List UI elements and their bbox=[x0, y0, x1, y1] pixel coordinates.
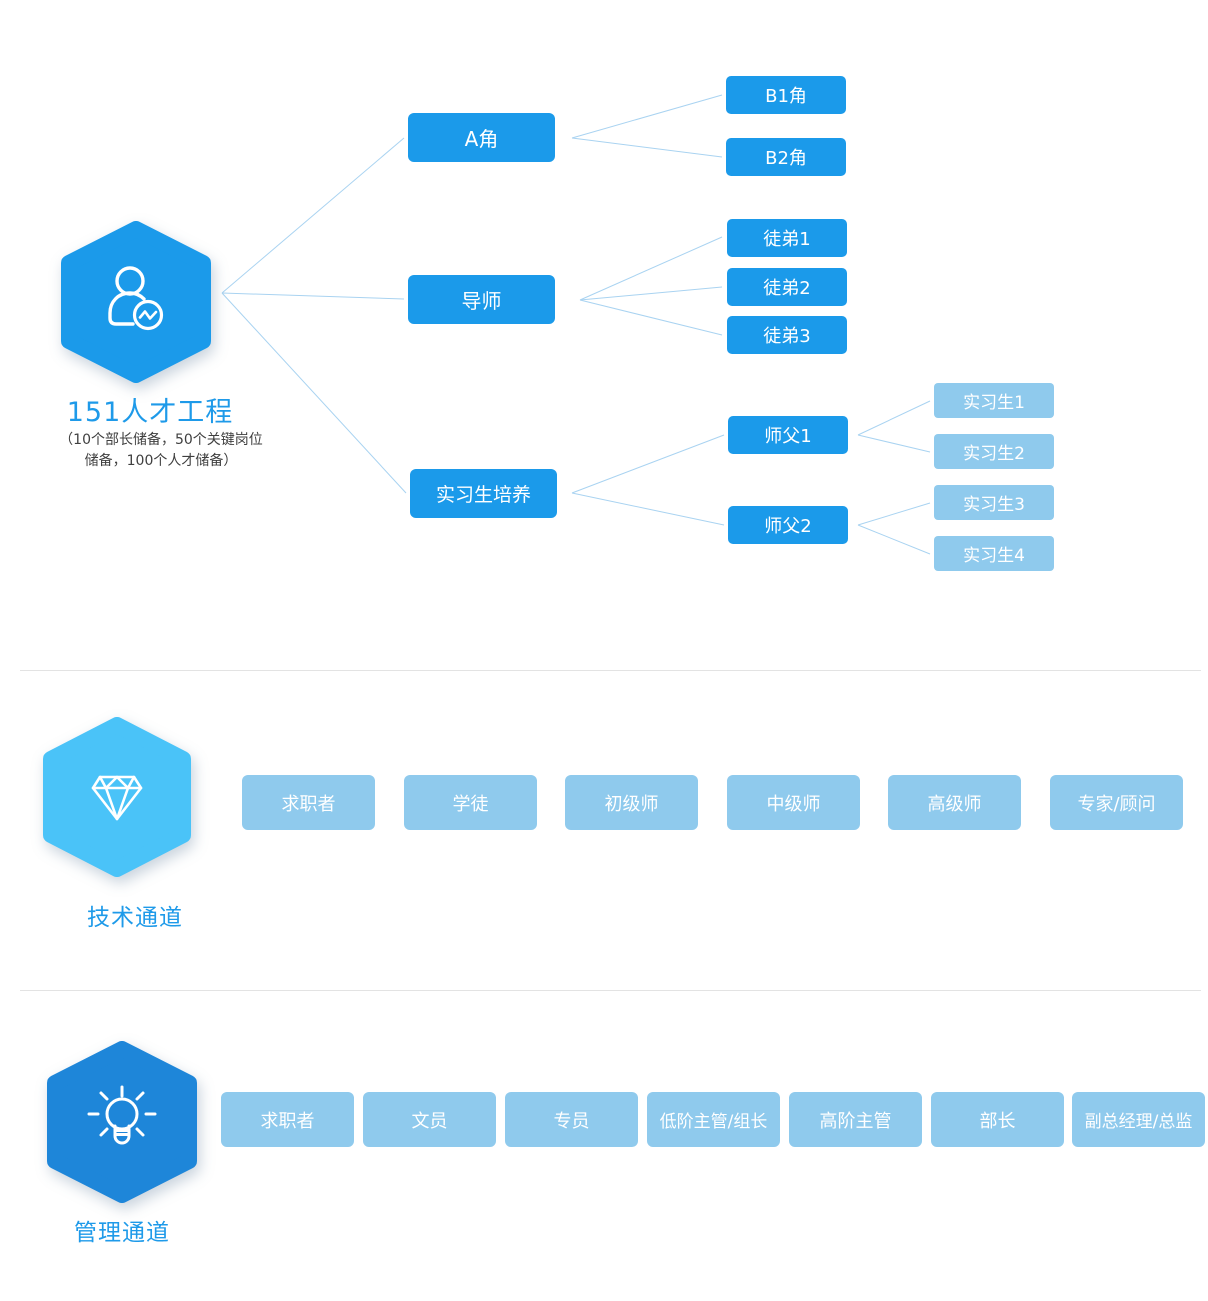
node-apprentice-2: 徒弟2 bbox=[727, 268, 847, 306]
mgmt-stage-senior-supervisor: 高阶主管 bbox=[789, 1092, 922, 1147]
node-a-role: A角 bbox=[408, 113, 555, 162]
mgmt-stage-vp-director: 副总经理/总监 bbox=[1072, 1092, 1205, 1147]
management-hexagon-badge bbox=[46, 1040, 198, 1204]
node-b1-role: B1角 bbox=[726, 76, 846, 114]
program-subtitle: （10个部长储备，50个关键岗位 储备，100个人才储备） bbox=[20, 430, 302, 472]
node-intern-3: 实习生3 bbox=[934, 485, 1054, 520]
management-channel-title: 管理通道 bbox=[74, 1220, 170, 1246]
section-divider-1 bbox=[20, 670, 1201, 671]
node-mentor: 导师 bbox=[408, 275, 555, 324]
section-divider-2 bbox=[20, 990, 1201, 991]
program-subtitle-line2: 储备，100个人才储备） bbox=[84, 453, 238, 469]
lightbulb-icon bbox=[87, 1085, 157, 1145]
tech-hexagon-badge bbox=[42, 716, 192, 878]
program-subtitle-line1: （10个部长储备，50个关键岗位 bbox=[59, 432, 263, 448]
node-intern-4: 实习生4 bbox=[934, 536, 1054, 571]
tech-channel-title: 技术通道 bbox=[87, 905, 183, 931]
node-apprentice-1: 徒弟1 bbox=[727, 219, 847, 257]
node-apprentice-3: 徒弟3 bbox=[727, 316, 847, 354]
mgmt-stage-specialist: 专员 bbox=[505, 1092, 638, 1147]
diamond-icon bbox=[91, 775, 143, 821]
tech-stage-apprentice: 学徒 bbox=[404, 775, 537, 830]
mgmt-stage-junior-supervisor: 低阶主管/组长 bbox=[647, 1092, 780, 1147]
tech-stage-junior: 初级师 bbox=[565, 775, 698, 830]
tech-stage-senior: 高级师 bbox=[888, 775, 1021, 830]
node-master-1: 师父1 bbox=[728, 416, 848, 454]
mgmt-stage-job-seeker: 求职者 bbox=[221, 1092, 354, 1147]
node-b2-role: B2角 bbox=[726, 138, 846, 176]
mgmt-stage-clerk: 文员 bbox=[363, 1092, 496, 1147]
node-master-2: 师父2 bbox=[728, 506, 848, 544]
tech-stage-expert: 专家/顾问 bbox=[1050, 775, 1183, 830]
program-title: 151人才工程 bbox=[66, 397, 234, 428]
tech-stage-job-seeker: 求职者 bbox=[242, 775, 375, 830]
mgmt-stage-minister: 部长 bbox=[931, 1092, 1064, 1147]
node-intern-1: 实习生1 bbox=[934, 383, 1054, 418]
node-intern-training: 实习生培养 bbox=[410, 469, 557, 518]
node-intern-2: 实习生2 bbox=[934, 434, 1054, 469]
person-chart-icon bbox=[108, 266, 164, 331]
tech-stage-intermediate: 中级师 bbox=[727, 775, 860, 830]
program-hexagon-badge bbox=[60, 220, 212, 384]
